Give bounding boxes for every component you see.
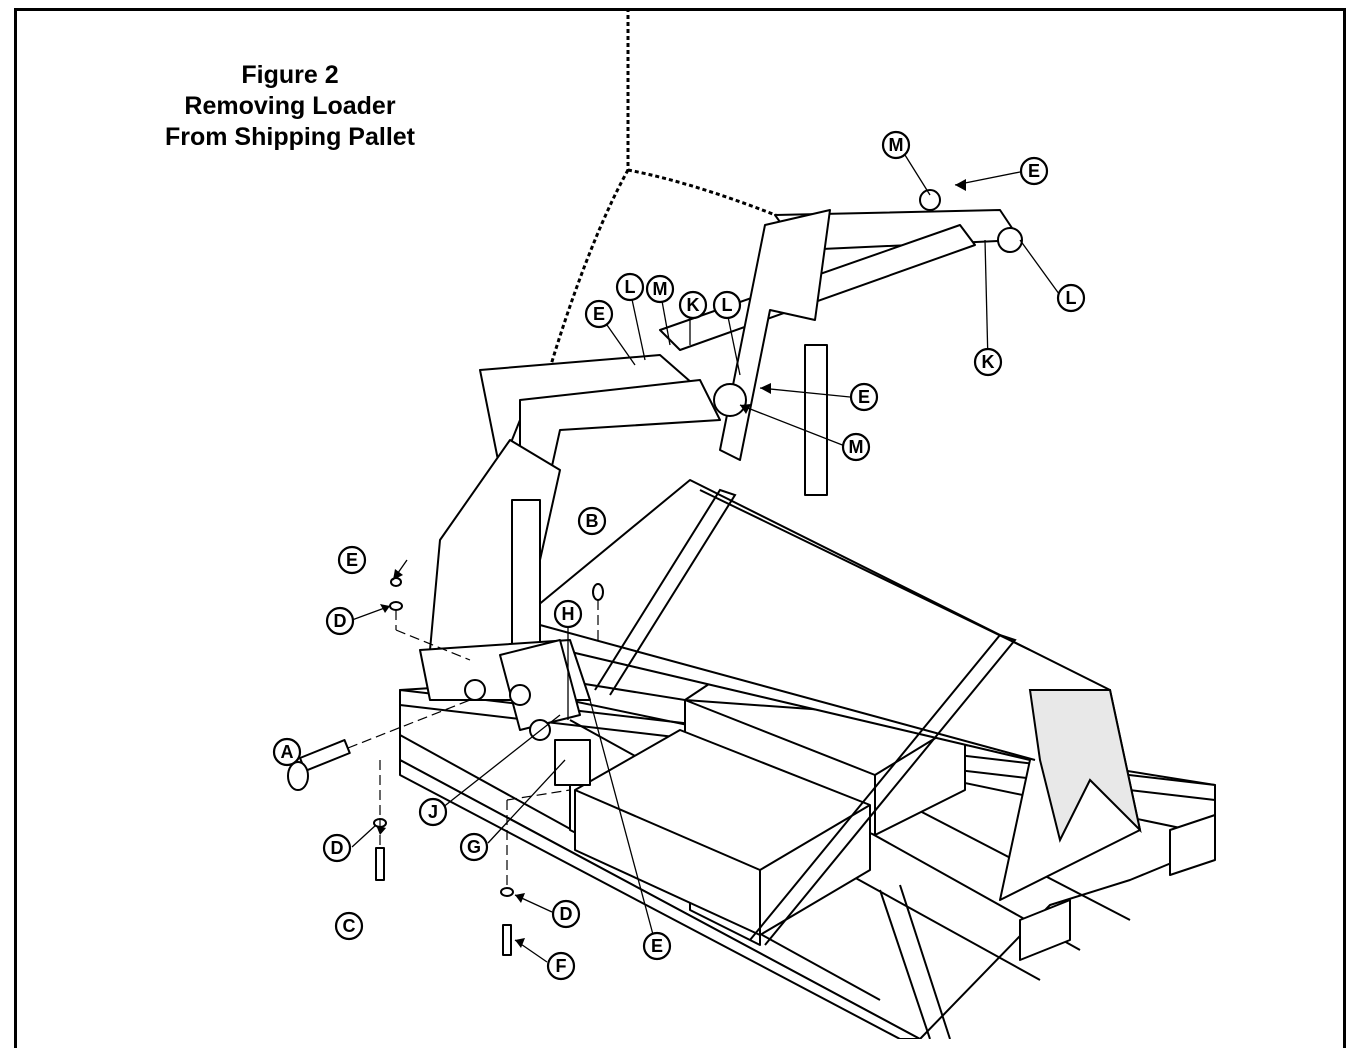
svg-text:L: L	[722, 295, 733, 315]
callout-k-left-arm: K	[678, 290, 708, 320]
figure-title-line-2: Removing Loader	[184, 92, 396, 120]
svg-text:M: M	[849, 437, 864, 457]
figure-title-line-1: Figure 2	[241, 61, 339, 89]
svg-text:B: B	[586, 511, 599, 531]
svg-text:E: E	[593, 304, 605, 324]
callout-m-center: M	[841, 432, 871, 462]
svg-text:C: C	[343, 916, 356, 936]
callout-l-left-arm: L	[615, 272, 645, 302]
bolt-f-and-washer	[500, 789, 571, 956]
loader-frame	[419, 189, 1023, 786]
svg-text:D: D	[560, 904, 573, 924]
callout-b: B	[577, 506, 607, 536]
callout-a: A	[272, 737, 302, 767]
callout-e-left: E	[337, 545, 367, 575]
svg-text:D: D	[334, 611, 347, 631]
svg-text:E: E	[651, 936, 663, 956]
svg-text:K: K	[982, 352, 995, 372]
svg-text:M: M	[653, 279, 668, 299]
callout-d-middle: D	[322, 833, 352, 863]
callout-c: C	[334, 911, 364, 941]
svg-text:J: J	[428, 802, 438, 822]
callout-m-top: M	[881, 130, 911, 160]
svg-text:G: G	[467, 837, 481, 857]
figure-frame	[14, 8, 1346, 1048]
callout-l-right: L	[1056, 283, 1086, 313]
callout-e-left-arm: E	[584, 299, 614, 329]
callout-d-lower: D	[551, 899, 581, 929]
svg-text:H: H	[562, 604, 575, 624]
callout-e-center: E	[849, 382, 879, 412]
figure-title: Figure 2 Removing Loader From Shipping P…	[120, 60, 460, 153]
callout-h: H	[553, 599, 583, 629]
loader-bucket	[519, 479, 1142, 901]
svg-text:M: M	[889, 135, 904, 155]
callout-l-center: L	[712, 290, 742, 320]
callout-f: F	[546, 951, 576, 981]
svg-text:E: E	[858, 387, 870, 407]
svg-text:F: F	[556, 956, 567, 976]
svg-text:E: E	[1028, 161, 1040, 181]
callout-g: G	[459, 832, 489, 862]
svg-text:L: L	[1066, 288, 1077, 308]
callout-k-right: K	[973, 347, 1003, 377]
callout-e-top: E	[1019, 156, 1049, 186]
bucket-straps	[594, 488, 1017, 1039]
svg-text:L: L	[625, 277, 636, 297]
svg-text:A: A	[281, 742, 294, 762]
callout-m-left-arm: M	[645, 274, 675, 304]
svg-text:E: E	[346, 550, 358, 570]
svg-text:D: D	[331, 838, 344, 858]
callout-d-upper: D	[325, 606, 355, 636]
figure-title-line-3: From Shipping Pallet	[164, 123, 415, 151]
leader-arrowheads	[376, 179, 966, 948]
callout-j: J	[418, 797, 448, 827]
svg-text:K: K	[687, 295, 700, 315]
callout-e-bottom: E	[642, 931, 672, 961]
pin-a	[287, 699, 471, 791]
pin-b	[592, 583, 604, 640]
